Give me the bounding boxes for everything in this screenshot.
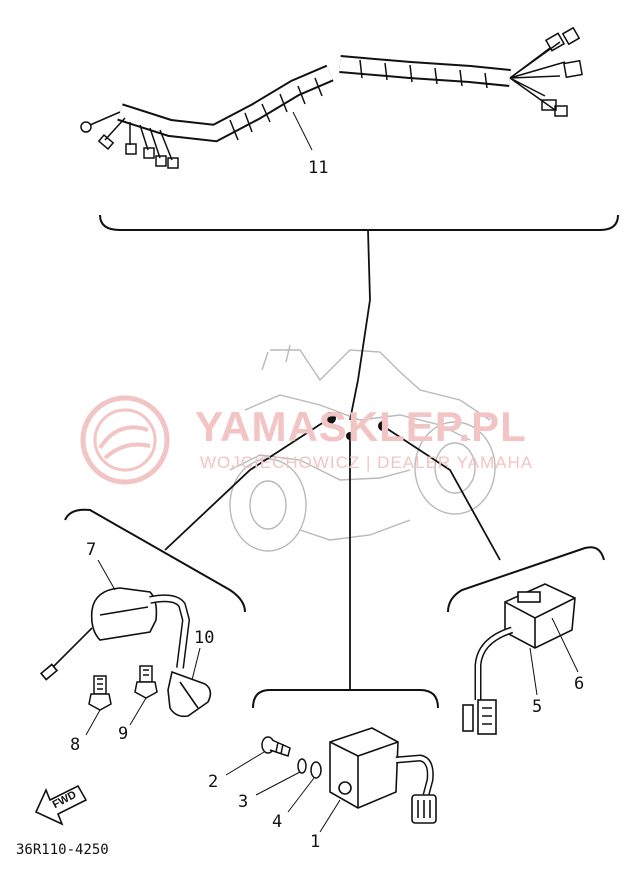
cdi-bracket: [252, 689, 439, 709]
leader-10: [191, 647, 201, 681]
callout-6: 6: [574, 674, 585, 694]
callout-2: 2: [208, 772, 219, 792]
bolt-8: [88, 675, 112, 711]
callout-8: 8: [70, 735, 81, 755]
relay-bracket: [447, 546, 605, 613]
leader-7: [97, 559, 116, 591]
diagram-code: 36R110-4250: [16, 842, 109, 858]
leader-3: [255, 771, 301, 796]
leader-1: [319, 799, 341, 833]
cdi-unit: [329, 727, 437, 824]
callout-10: 10: [194, 628, 215, 648]
callout-1: 1: [310, 832, 321, 852]
leader-5: [529, 647, 538, 696]
leader-to-ignition-bracket: [164, 417, 331, 551]
leader-11: [292, 111, 313, 151]
bolt-9: [134, 665, 158, 699]
leader-8: [85, 709, 101, 736]
washer-4: [310, 761, 322, 779]
ignition-bracket: [64, 508, 246, 613]
callout-5: 5: [532, 697, 543, 717]
leader-4: [287, 777, 315, 813]
watermark-logo: [80, 395, 170, 485]
leader-to-relay-bracket: [382, 425, 501, 561]
leader-6: [551, 617, 579, 673]
leader-2: [225, 751, 265, 776]
callout-11: 11: [308, 158, 329, 178]
callout-7: 7: [86, 540, 97, 560]
watermark-subtitle: WOJCIECHOWICZ | DEALER YAMAHA: [200, 453, 534, 472]
callout-9: 9: [118, 724, 129, 744]
ignition-coil: [39, 587, 212, 718]
harness-bracket: [99, 214, 619, 231]
washer-3: [297, 758, 307, 774]
watermark-title: YAMASKLEP.PL: [195, 403, 527, 450]
wire-harness: [80, 26, 583, 169]
harness-to-frame-line: [349, 229, 371, 421]
leader-9: [129, 697, 147, 726]
relay-unit: [462, 583, 576, 735]
callout-3: 3: [238, 792, 249, 812]
callout-4: 4: [272, 812, 283, 832]
fwd-arrow: [34, 784, 88, 826]
screw-2: [261, 736, 291, 757]
